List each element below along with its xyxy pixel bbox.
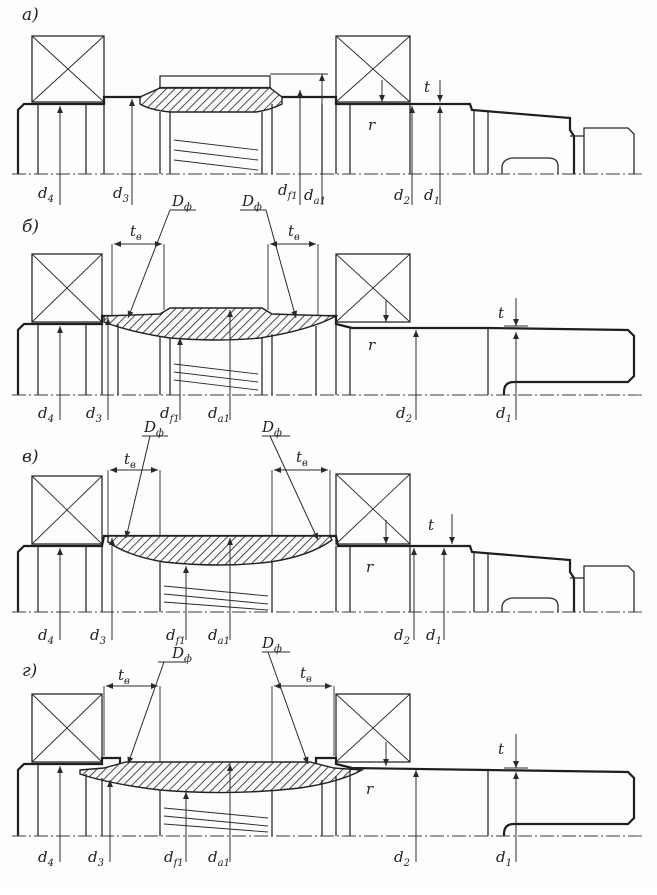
- gear-rim-section: [103, 307, 339, 341]
- label-d1: d1: [496, 404, 512, 425]
- bearing-left: [31, 693, 103, 763]
- bearing-left: [31, 253, 103, 323]
- label-tb-left: tв: [124, 450, 136, 471]
- bearing-left: [31, 35, 105, 103]
- label-Df-right: Dф: [261, 634, 282, 655]
- label-d4: d4: [38, 184, 54, 205]
- label-Df-right: Dф: [241, 192, 262, 213]
- panel-d: г): [12, 634, 645, 869]
- label-Df-left: Dф: [171, 192, 192, 213]
- label-tb-left: tв: [118, 666, 130, 687]
- panel-b: б): [12, 192, 645, 425]
- panel-a: а): [12, 5, 645, 207]
- label-d1: d1: [496, 848, 512, 869]
- label-d4: d4: [38, 404, 54, 425]
- bearing-right: [335, 253, 411, 323]
- label-tb-right: tв: [296, 448, 308, 469]
- label-r: r: [366, 558, 374, 576]
- bearing-right: [335, 473, 411, 545]
- label-r: r: [368, 336, 376, 354]
- shaft-outline: [16, 86, 576, 174]
- panel-b-letter: б): [22, 217, 39, 237]
- shaft-outline: [16, 756, 636, 836]
- label-Df-left: Dф: [143, 418, 164, 439]
- label-r: r: [366, 780, 374, 798]
- label-df1: df1: [164, 848, 184, 869]
- panel-c: в): [12, 418, 645, 647]
- label-da1: da1: [304, 186, 326, 207]
- label-d4: d4: [38, 626, 54, 647]
- label-t: t: [498, 304, 505, 322]
- label-da1: da1: [208, 626, 230, 647]
- label-d2: d2: [394, 186, 410, 207]
- label-t: t: [498, 740, 505, 758]
- label-d3: d3: [88, 848, 104, 869]
- gear-rim-section: [79, 761, 365, 794]
- gear-rim-section: [107, 535, 333, 566]
- bearing-right: [335, 693, 411, 763]
- label-tb-left: tв: [130, 222, 142, 243]
- label-t: t: [424, 78, 431, 96]
- label-r: r: [368, 116, 376, 134]
- label-Df-left: Dф: [171, 644, 192, 665]
- bearing-left: [31, 475, 103, 545]
- label-d1: d1: [424, 186, 440, 207]
- gear-hub-section: [139, 87, 283, 113]
- panel-a-letter: а): [22, 5, 39, 25]
- label-d2: d2: [394, 626, 410, 647]
- label-d3: d3: [90, 626, 106, 647]
- panel-c-letter: в): [22, 447, 39, 467]
- label-da1: da1: [208, 404, 230, 425]
- label-da1: da1: [208, 848, 230, 869]
- bearing-right: [335, 35, 411, 103]
- label-df1: df1: [166, 626, 186, 647]
- label-d3: d3: [86, 404, 102, 425]
- label-d1: d1: [426, 626, 442, 647]
- label-d3: d3: [113, 184, 129, 205]
- shaft-outline: [16, 534, 576, 612]
- label-d2: d2: [394, 848, 410, 869]
- label-t: t: [428, 516, 435, 534]
- label-d4: d4: [38, 848, 54, 869]
- label-df1: df1: [278, 181, 298, 202]
- label-Df-right: Dф: [261, 418, 282, 439]
- label-tb-right: tв: [288, 222, 300, 243]
- label-df1: df1: [160, 404, 180, 425]
- shaft-outline: [16, 314, 636, 395]
- panel-d-letter: г): [22, 661, 37, 681]
- label-tb-right: tв: [300, 664, 312, 685]
- label-d2: d2: [396, 404, 412, 425]
